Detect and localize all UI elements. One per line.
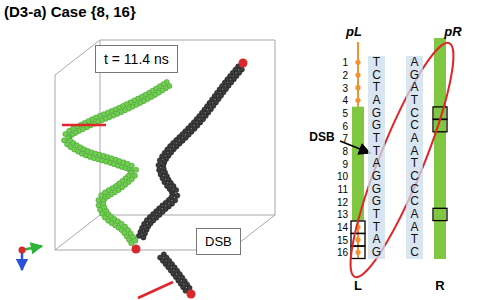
position-number: 5 [342, 107, 348, 118]
end-dot [239, 59, 248, 68]
dna-beads [61, 64, 244, 293]
dna-bead [174, 187, 179, 192]
contact-box [351, 246, 365, 258]
strand-end-label: pL [346, 24, 362, 39]
position-number: 3 [342, 82, 348, 93]
bead-path [66, 84, 168, 243]
strand-bar [434, 38, 446, 259]
strand-name: R [435, 278, 444, 293]
strand-dot [355, 237, 360, 242]
position-number: 9 [342, 158, 348, 169]
node-text: TCTAGGTTAGGGTTAG [371, 56, 383, 259]
position-number: 11 [338, 184, 348, 195]
strand-dot [355, 72, 360, 77]
node-text: AGATCCAATCCCAATC [409, 56, 421, 259]
dna-bead [141, 235, 146, 240]
contact-boxes [433, 107, 447, 221]
position-number: 7 [342, 133, 348, 144]
position-number: 6 [342, 120, 348, 131]
dna-bead [134, 167, 139, 172]
position-number: 1 [342, 57, 348, 68]
position-number: 8 [342, 145, 348, 156]
strand-dots [355, 60, 360, 103]
strand-dot [355, 250, 360, 255]
position-number: 13 [337, 209, 348, 220]
dna-bead [156, 163, 161, 168]
dna-bead [129, 163, 134, 168]
bead-path [140, 68, 240, 240]
end-dot [187, 290, 196, 299]
strand-dot [355, 85, 360, 90]
box-edge [55, 40, 100, 250]
contact-box [433, 208, 447, 220]
dna-bead [175, 193, 180, 198]
position-number: 4 [342, 95, 348, 106]
position-number: 15 [337, 234, 348, 245]
position-number: 16 [337, 247, 348, 258]
position-number: 12 [337, 196, 348, 207]
strand-end-label: pR [444, 24, 461, 39]
red-marker [62, 124, 106, 127]
box-edge [55, 215, 275, 250]
dna-bead [133, 238, 138, 243]
dsb-box: DSB [196, 228, 241, 255]
box-edge [100, 40, 275, 215]
axis-icon [19, 246, 43, 270]
node-text: t = 11.4 ns [104, 51, 169, 67]
axis-origin [19, 247, 26, 254]
sequence-band: TCTAGGTTAGGGTTAG [368, 56, 385, 259]
end-dot [132, 245, 141, 254]
dna-bead [96, 198, 101, 203]
position-number: 10 [337, 171, 348, 182]
position-number: 2 [342, 69, 348, 80]
strand-dot [355, 60, 360, 65]
dsb-label: DSB [309, 130, 334, 144]
box-wireframe [55, 40, 275, 250]
position-number: 14 [337, 222, 348, 233]
strand-dot [355, 98, 360, 103]
time-box: t = 11.4 ns [95, 45, 178, 73]
figure-title: (D3-a) Case {8, 16} [4, 3, 136, 20]
strand-name: L [354, 278, 362, 293]
highlight-ellipse [334, 35, 469, 285]
red-marker [138, 282, 173, 298]
sequence-band: AGATCCAATCCCAATC [406, 56, 423, 259]
node-text: DSB [205, 234, 232, 249]
